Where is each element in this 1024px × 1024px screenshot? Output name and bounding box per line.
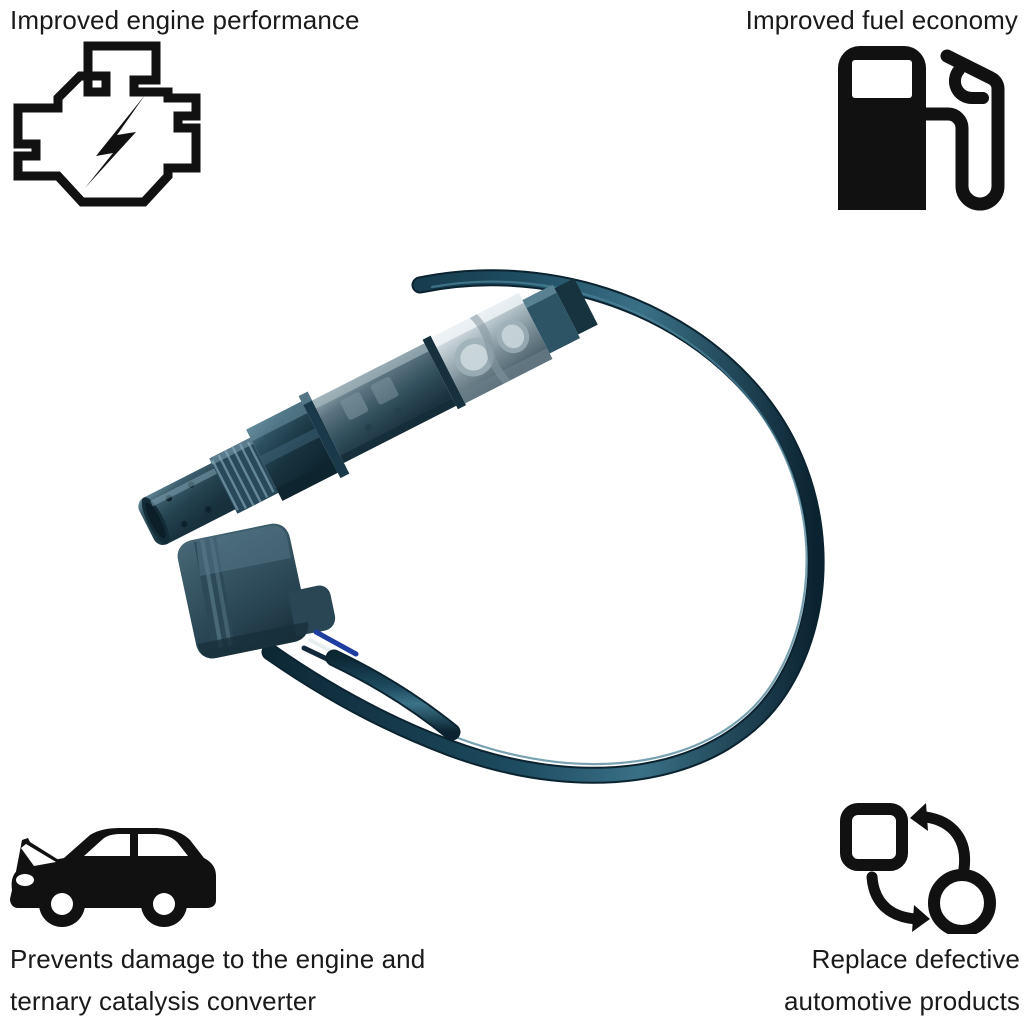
feature-label-replace-defective-products: Replace defective automotive products <box>783 944 1020 1016</box>
feature-label-prevents-engine-damage: Prevents damage to the engine and ternar… <box>10 944 426 1016</box>
check-engine-icon <box>8 36 208 216</box>
feature-label-improved-fuel-economy: Improved fuel economy <box>745 5 1018 35</box>
car-open-hood-icon <box>4 818 224 928</box>
sensor-connector <box>177 523 336 659</box>
oxygen-sensor-body <box>138 278 598 545</box>
feature-label-improved-engine-performance: Improved engine performance <box>10 5 360 35</box>
fuel-pump-icon <box>820 34 1010 219</box>
oxygen-sensor-photo <box>120 240 920 820</box>
replace-swap-arrows-icon <box>834 799 1004 934</box>
